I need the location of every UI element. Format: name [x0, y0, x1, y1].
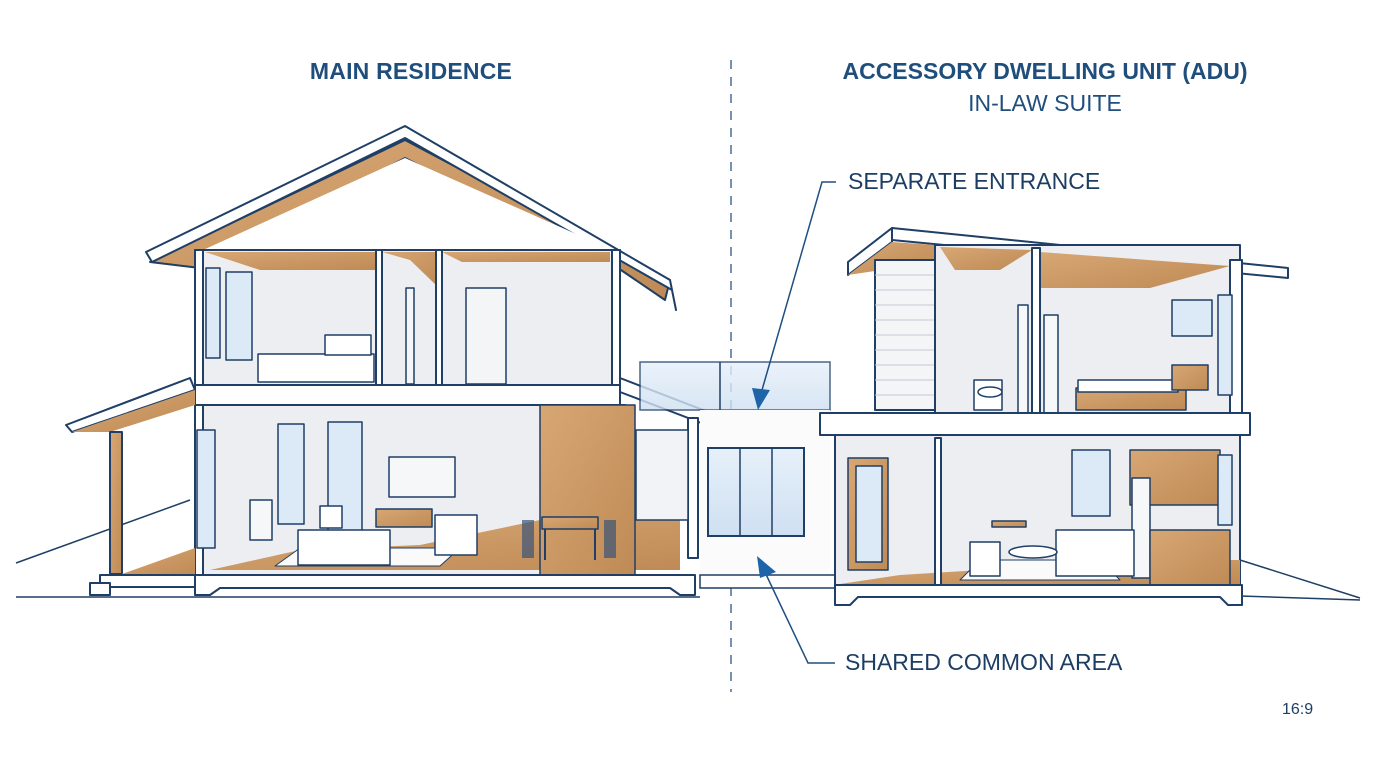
entrance-arrow-head	[752, 388, 770, 410]
ground-lines	[15, 499, 1361, 601]
common-area-arrow-head	[757, 556, 776, 578]
callout-arrows	[761, 181, 836, 664]
adu	[819, 227, 1289, 606]
main-residence-title: MAIN RESIDENCE	[309, 58, 513, 84]
shared-common-area-callout: SHARED COMMON AREA	[845, 649, 1123, 675]
adu-subtitle: IN-LAW SUITE	[968, 90, 1122, 116]
main-residence	[65, 125, 743, 596]
connector	[639, 361, 836, 589]
adu-title: ACCESSORY DWELLING UNIT (ADU)	[842, 58, 1248, 84]
aspect-ratio-label: 16:9	[1282, 701, 1314, 718]
separate-entrance-callout: SEPARATE ENTRANCE	[848, 168, 1101, 194]
